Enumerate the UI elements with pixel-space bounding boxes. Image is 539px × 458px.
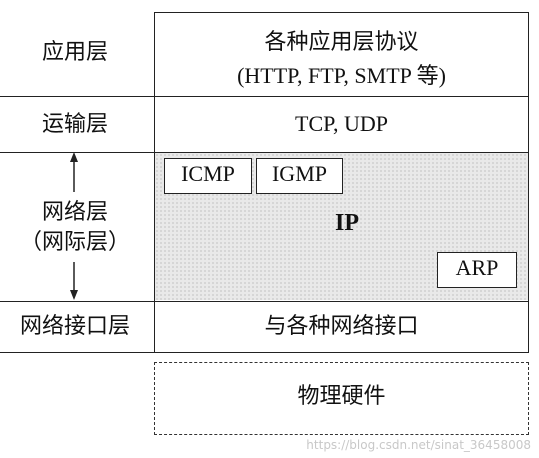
left-separator-4 (0, 352, 155, 353)
network-layer-arrow (70, 152, 78, 300)
left-separator-1 (0, 96, 155, 97)
ip-protocol-label: IP (335, 210, 359, 236)
stack-separator-1 (154, 96, 529, 97)
application-layer-label: 应用层 (41, 40, 108, 65)
arp-box: ARP (437, 252, 517, 288)
interface-content-text: 与各种网络接口 (264, 314, 419, 339)
igmp-box: IGMP (256, 158, 343, 194)
left-separator-3 (0, 301, 155, 302)
application-protocols-examples: (HTTP, FTP, SMTP 等) (237, 63, 446, 88)
layer-stack (154, 12, 529, 353)
physical-hardware-box (154, 362, 529, 435)
physical-hardware-text: 物理硬件 (297, 384, 386, 409)
transport-protocols-text: TCP, UDP (295, 111, 388, 136)
internet-layer-label: （网际层） (19, 230, 130, 255)
interface-layer-label: 网络接口层 (19, 314, 130, 339)
transport-layer-label: 运输层 (41, 112, 108, 137)
stack-separator-2 (154, 152, 529, 153)
application-protocols-text: 各种应用层协议 (264, 30, 419, 55)
stack-separator-3 (154, 301, 529, 302)
left-separator-2 (0, 152, 155, 153)
watermark: https://blog.csdn.net/sinat_36458008 (306, 438, 531, 452)
network-layer-label: 网络层 (41, 200, 108, 225)
icmp-box: ICMP (164, 158, 252, 194)
